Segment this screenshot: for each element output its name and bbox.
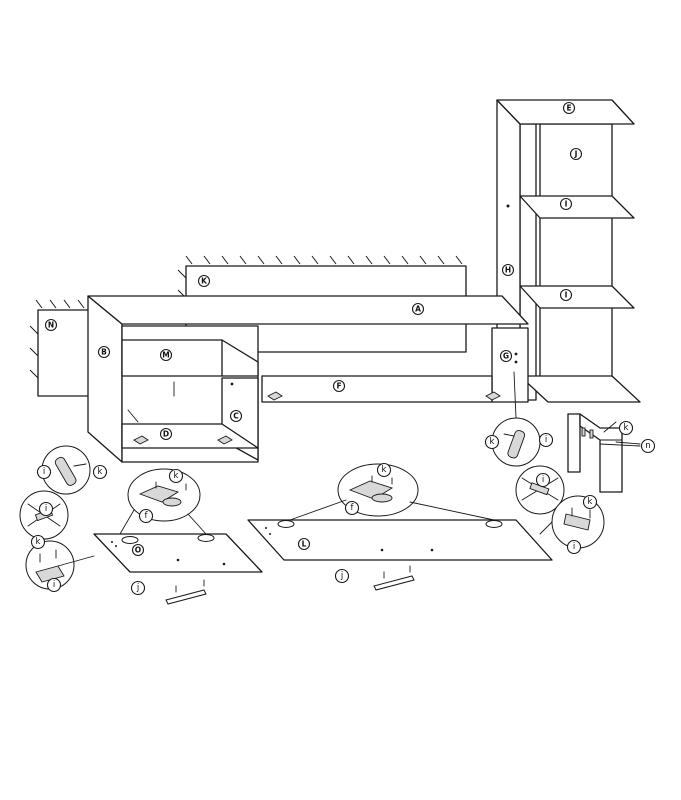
label-k-5: k bbox=[484, 434, 500, 450]
label-k-2: k bbox=[30, 534, 46, 550]
svg-text:F: F bbox=[336, 382, 341, 391]
label-i-3: i bbox=[46, 577, 62, 593]
svg-text:k: k bbox=[624, 423, 629, 433]
svg-text:j: j bbox=[340, 571, 343, 581]
tv-unit bbox=[87, 295, 529, 463]
svg-text:M: M bbox=[162, 351, 169, 360]
svg-text:O: O bbox=[135, 546, 141, 555]
foot-bracket bbox=[567, 413, 641, 493]
svg-text:f: f bbox=[145, 511, 149, 521]
detail-bubble-right-1 bbox=[491, 371, 541, 467]
svg-text:i: i bbox=[545, 435, 547, 445]
label-b: B bbox=[97, 345, 111, 359]
label-n: n bbox=[640, 438, 656, 454]
detail-bubble-right-2 bbox=[515, 465, 565, 515]
label-k-4: k bbox=[376, 462, 392, 478]
label-c: C bbox=[229, 409, 243, 423]
svg-text:E: E bbox=[566, 104, 571, 113]
label-k-panel: K bbox=[197, 274, 211, 288]
svg-text:i: i bbox=[573, 542, 575, 552]
handle-bar-right bbox=[373, 565, 415, 591]
svg-text:i: i bbox=[53, 580, 55, 590]
svg-text:G: G bbox=[503, 352, 509, 361]
label-i-4: i bbox=[538, 432, 554, 448]
svg-text:k: k bbox=[36, 537, 41, 547]
label-i-1: i bbox=[36, 464, 52, 480]
door-l bbox=[247, 519, 553, 561]
svg-text:A: A bbox=[415, 305, 421, 314]
label-h: H bbox=[501, 263, 515, 277]
svg-text:B: B bbox=[101, 348, 107, 357]
svg-text:K: K bbox=[201, 277, 208, 286]
svg-text:n: n bbox=[645, 441, 650, 451]
svg-text:I: I bbox=[565, 291, 568, 300]
svg-text:f: f bbox=[351, 503, 355, 513]
label-j-left: j bbox=[130, 580, 146, 596]
leader-lines bbox=[57, 441, 641, 567]
detail-bubble-left-1 bbox=[41, 445, 91, 495]
label-o: O bbox=[131, 543, 145, 557]
svg-text:i: i bbox=[43, 467, 45, 477]
svg-text:i: i bbox=[542, 475, 544, 485]
handle-bar-left bbox=[165, 579, 207, 605]
detail-bubble-hinge-right bbox=[289, 463, 495, 521]
svg-text:C: C bbox=[233, 412, 239, 421]
svg-text:I: I bbox=[565, 200, 568, 209]
label-f: F bbox=[332, 379, 346, 393]
detail-bubble-left-3 bbox=[25, 540, 75, 590]
svg-text:H: H bbox=[505, 266, 511, 275]
label-i-lower: I bbox=[559, 288, 573, 302]
label-j-right: j bbox=[334, 568, 350, 584]
label-d: D bbox=[159, 427, 173, 441]
label-i-upper: I bbox=[559, 197, 573, 211]
door-o bbox=[93, 533, 263, 573]
wall-panel-n bbox=[29, 299, 91, 397]
label-f-right: f bbox=[344, 500, 360, 516]
label-k-6: k bbox=[582, 494, 598, 510]
label-f-left: f bbox=[138, 508, 154, 524]
label-k-3: k bbox=[168, 468, 184, 484]
label-m: M bbox=[159, 348, 173, 362]
detail-bubble-right-3 bbox=[539, 495, 605, 549]
label-i-5: i bbox=[535, 472, 551, 488]
svg-text:k: k bbox=[588, 497, 593, 507]
svg-text:k: k bbox=[174, 471, 179, 481]
svg-text:k: k bbox=[382, 465, 387, 475]
svg-text:D: D bbox=[163, 430, 169, 439]
label-n-panel: N bbox=[44, 318, 58, 332]
label-g: G bbox=[499, 349, 513, 363]
label-l: L bbox=[297, 537, 311, 551]
detail-bubble-hinge-left bbox=[119, 468, 207, 535]
label-a: A bbox=[411, 302, 425, 316]
label-j-panel: J bbox=[569, 147, 583, 161]
svg-text:j: j bbox=[136, 583, 139, 593]
svg-text:i: i bbox=[45, 504, 47, 514]
label-i-6: i bbox=[566, 539, 582, 555]
svg-text:L: L bbox=[302, 540, 307, 549]
hinge-icon bbox=[133, 391, 501, 445]
svg-text:k: k bbox=[490, 437, 495, 447]
label-i-2: i bbox=[38, 501, 54, 517]
label-k-1: k bbox=[92, 464, 108, 480]
label-k-7: k bbox=[618, 420, 634, 436]
label-e: E bbox=[562, 101, 576, 115]
svg-text:J: J bbox=[574, 150, 578, 159]
svg-text:N: N bbox=[48, 321, 54, 330]
svg-text:k: k bbox=[98, 467, 103, 477]
